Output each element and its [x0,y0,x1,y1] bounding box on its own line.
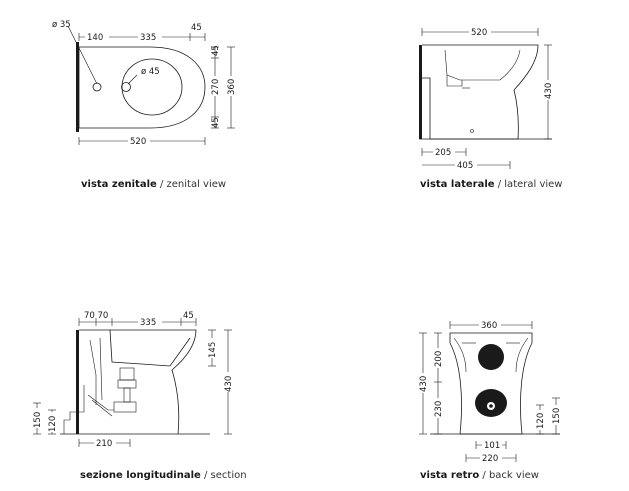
zenital-dim-45-top: 45 [191,23,202,33]
zenital-view: ø 35 140 335 45 ø 45 520 45 270 360 45 [52,20,237,147]
back-view: 360 430 200 230 120 150 101 220 [418,320,562,464]
back-caption-title: vista retro [420,470,480,481]
zenital-dim-45-r1: 45 [211,45,221,56]
lateral-dim-405: 405 [457,161,473,171]
zenital-dim-35: ø 35 [52,20,71,30]
zenital-dim-335: 335 [140,33,156,43]
back-dim-150: 150 [552,408,562,424]
zenital-caption: vista zenitale / zenital view [81,179,226,190]
zenital-dim-520: 520 [130,137,146,147]
section-dim-45: 45 [183,311,194,321]
zenital-caption-title: vista zenitale [81,179,157,190]
back-dim-120: 120 [536,413,546,429]
lateral-bidet-outline [422,44,539,140]
section-dim-210: 210 [96,439,112,449]
lateral-caption-title: vista laterale [420,179,495,190]
section-bidet-outline [79,329,197,435]
lateral-dim-520: 520 [471,28,487,38]
back-bidet-outline [449,332,533,435]
lateral-caption: vista laterale / lateral view [420,179,562,190]
zenital-caption-sep: / [156,179,167,190]
back-dim-220: 220 [482,454,498,464]
zenital-bidet-outline [78,46,206,129]
section-caption-title: sezione longitudinale [80,470,201,481]
zenital-faucet-hole [92,82,102,92]
zenital-dim-45-hole: ø 45 [141,67,160,77]
section-dim-335: 335 [140,318,156,328]
zenital-wall [76,42,79,132]
zenital-dim-360: 360 [227,79,237,95]
back-top-hole [478,344,504,370]
section-dim-70-70: 70 70 [84,311,108,321]
back-dim-200: 200 [434,351,444,367]
lateral-dim-205: 205 [435,148,451,158]
lateral-wall [419,45,422,139]
back-dim-230: 230 [434,401,444,417]
back-dim-430: 430 [419,376,429,392]
section-wall [76,330,79,434]
lateral-caption-subtitle: lateral view [504,179,563,190]
back-caption: vista retro / back view [420,470,539,481]
lateral-view: 520 430 205 405 [419,27,554,171]
back-dim-101: 101 [484,441,500,451]
back-caption-sep: / [479,470,489,481]
zenital-caption-subtitle: zenital view [166,179,227,190]
back-dim-360: 360 [481,321,497,331]
section-dim-145: 145 [208,342,218,358]
lateral-dim-430: 430 [544,83,554,99]
section-caption-subtitle: section [210,470,247,481]
zenital-bowl [121,58,183,116]
zenital-dim-140: 140 [87,33,103,43]
section-caption: sezione longitudinale / section [80,470,247,481]
zenital-dim-45-r2: 45 [211,117,221,128]
section-dim-150: 150 [33,412,43,428]
back-caption-subtitle: back view [488,470,539,481]
section-view: 70 70 335 45 145 430 150 120 210 [32,311,234,449]
section-dim-120: 120 [48,416,58,432]
section-dim-430: 430 [224,376,234,392]
lateral-caption-sep: / [494,179,505,190]
zenital-drain-hole [121,82,131,92]
section-caption-sep: / [200,470,211,481]
zenital-dim-270: 270 [211,79,221,95]
